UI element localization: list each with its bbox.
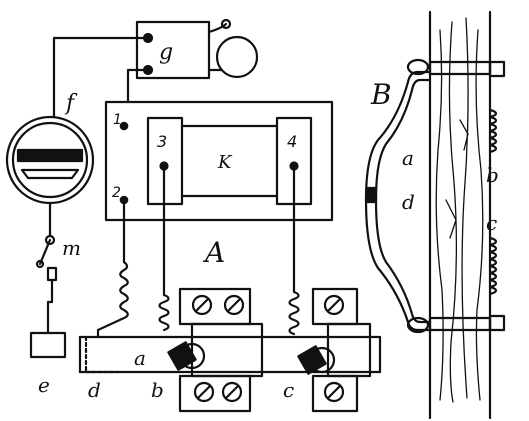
- label-terminal-4: 4: [287, 132, 297, 151]
- clamp-c: [297, 287, 372, 413]
- coil-wire-3: [158, 293, 170, 332]
- label-b-d: d: [402, 190, 415, 214]
- coil-c: [488, 236, 498, 296]
- insulator-strip: [364, 58, 506, 334]
- coil-wire-2: [96, 260, 129, 338]
- lamp: [5, 115, 95, 205]
- label-clamp-b: b: [151, 378, 164, 402]
- label-b-b: b: [486, 163, 499, 187]
- label-panel-a: A: [202, 236, 225, 269]
- label-terminal-3: 3: [157, 132, 167, 151]
- label-panel-b: B: [370, 78, 392, 111]
- wires: [46, 36, 296, 335]
- label-bar-d: d: [88, 378, 101, 402]
- switch: [35, 234, 58, 282]
- label-f: f: [64, 91, 78, 116]
- galvanometer: [135, 18, 259, 80]
- label-bar-a: a: [134, 346, 146, 370]
- label-k: K: [217, 152, 233, 173]
- clamp-b: [167, 287, 264, 413]
- coil-wire-4: [288, 290, 300, 336]
- label-terminal-2: 2: [112, 185, 121, 201]
- label-m: m: [62, 236, 81, 260]
- label-e: e: [38, 373, 50, 397]
- bar-a: [78, 335, 382, 374]
- label-terminal-1: 1: [113, 112, 122, 128]
- battery: [29, 331, 67, 359]
- label-clamp-c: c: [283, 378, 294, 402]
- coil-b: [488, 108, 498, 154]
- label-b-a: a: [402, 146, 414, 170]
- label-g: g: [159, 40, 173, 65]
- label-b-c: c: [486, 211, 497, 235]
